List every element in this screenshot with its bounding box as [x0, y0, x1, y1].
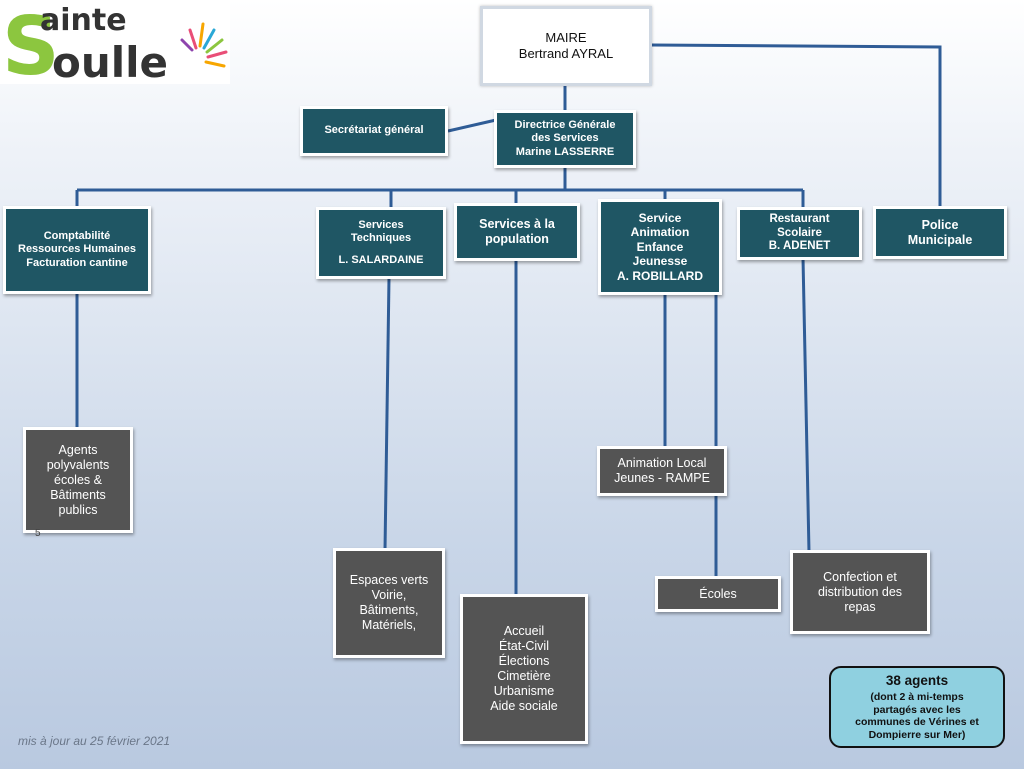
comptabilite-box: Comptabilité Ressources Humaines Factura… — [3, 206, 151, 294]
ecoles-box: Écoles — [655, 576, 781, 612]
animation-box: Service Animation Enfance Jeunesse A. RO… — [598, 199, 722, 295]
dgs-line3: Marine LASSERRE — [515, 145, 615, 158]
logo-letter-s: S — [2, 0, 60, 84]
local-jeunes-box: Animation Local Jeunes - RAMPE — [597, 446, 727, 496]
ecoles-label: Écoles — [699, 586, 737, 601]
espaces-verts-box: Espaces verts Voirie, Bâtiments, Matérie… — [333, 548, 445, 658]
services-techniques-line2: Techniques — [350, 232, 412, 245]
maire-name: Bertrand AYRAL — [518, 46, 614, 61]
agents-summary-box: 38 agents (dont 2 à mi-temps partagés av… — [829, 666, 1005, 748]
agents-polyvalents-line2: polyvalents — [46, 457, 110, 472]
services-population-box: Services à la population — [454, 203, 580, 261]
accueil-line4: Cimetière — [497, 669, 551, 683]
animation-line5: A. ROBILLARD — [617, 268, 703, 283]
logo-text-bottom: oulle — [52, 38, 168, 84]
summary-line3: communes de Vérines et — [855, 716, 979, 729]
restaurant-line3: B. ADENET — [768, 240, 831, 253]
logo-text-top: ainte — [40, 3, 127, 38]
agents-polyvalents-line4: Bâtiments — [50, 487, 106, 502]
local-jeunes-line1: Animation Local — [617, 456, 707, 470]
animation-line2: Animation — [630, 225, 690, 240]
accueil-line3: Élections — [498, 654, 550, 668]
confection-box: Confection et distribution des repas — [790, 550, 930, 634]
services-techniques-box: Services Techniques L. SALARDAINE — [316, 207, 446, 279]
summary-line2: partagés avec les — [873, 703, 961, 716]
espaces-verts-line2: Voirie, — [371, 588, 407, 602]
comptabilite-line2: Ressources Humaines — [18, 243, 136, 256]
services-population-line1: Services à la — [479, 217, 555, 231]
agents-polyvalents-line1: Agents — [58, 442, 98, 457]
dgs-line1: Directrice Générale — [514, 119, 616, 132]
accueil-line1: Accueil — [503, 624, 545, 638]
connector-secretariat-dgs — [447, 118, 497, 133]
espaces-verts-line4: Matériels, — [361, 618, 417, 632]
accueil-box: Accueil État-Civil Élections Cimetière U… — [460, 594, 588, 744]
summary-line1: (dont 2 à mi-temps — [870, 690, 964, 703]
confection-line3: repas — [844, 599, 876, 614]
secretariat-box: Secrétariat général — [300, 106, 448, 156]
services-techniques-line1: Services — [358, 219, 404, 232]
police-box: Police Municipale — [873, 206, 1007, 259]
maire-title: MAIRE — [545, 30, 587, 46]
agents-count: 38 agents — [885, 672, 949, 688]
agents-polyvalents-line5: publics — [58, 502, 98, 517]
dgs-line2: des Services — [531, 132, 599, 145]
comptabilite-line1: Comptabilité — [43, 230, 111, 243]
agents-polyvalents-line3: écoles & — [54, 472, 102, 487]
restaurant-line2: Scolaire — [777, 226, 822, 239]
update-date: mis à jour au 25 février 2021 — [18, 734, 171, 748]
accueil-line5: Urbanisme — [493, 684, 555, 698]
services-techniques-line3: L. SALARDAINE — [338, 253, 424, 266]
accueil-line2: État-Civil — [498, 639, 549, 653]
espaces-verts-line1: Espaces verts — [349, 573, 429, 587]
logo-burst-icon — [180, 22, 228, 68]
dgs-box: Directrice Générale des Services Marine … — [494, 110, 636, 168]
comptabilite-line3: Facturation cantine — [26, 256, 128, 269]
local-jeunes-line2: Jeunes - RAMPE — [614, 471, 710, 485]
restaurant-line1: Restaurant — [769, 212, 830, 225]
stray-mark: 5 — [35, 528, 41, 539]
restaurant-box: Restaurant Scolaire B. ADENET — [737, 207, 862, 260]
accueil-line6: Aide sociale — [490, 699, 558, 713]
connector-restaurant-confection — [801, 257, 811, 553]
connector-maire-police — [651, 43, 942, 206]
confection-line1: Confection et — [823, 569, 897, 584]
animation-line1: Service — [638, 211, 682, 226]
agents-polyvalents-box: Agents polyvalents écoles & Bâtiments pu… — [23, 427, 133, 533]
summary-line4: Dompierre sur Mer) — [868, 728, 966, 741]
police-line2: Municipale — [907, 232, 973, 247]
animation-line4: Jeunesse — [632, 254, 688, 269]
commune-logo: S ainte oulle — [0, 0, 230, 84]
confection-line2: distribution des — [817, 584, 903, 599]
maire-box: MAIRE Bertrand AYRAL — [480, 6, 652, 86]
espaces-verts-line3: Bâtiments, — [359, 603, 419, 617]
animation-line3: Enfance — [636, 239, 684, 254]
services-population-line2: population — [485, 232, 549, 246]
police-line1: Police — [921, 217, 959, 232]
secretariat-label: Secrétariat général — [324, 124, 424, 137]
connector-techniques-espaces — [383, 277, 391, 551]
